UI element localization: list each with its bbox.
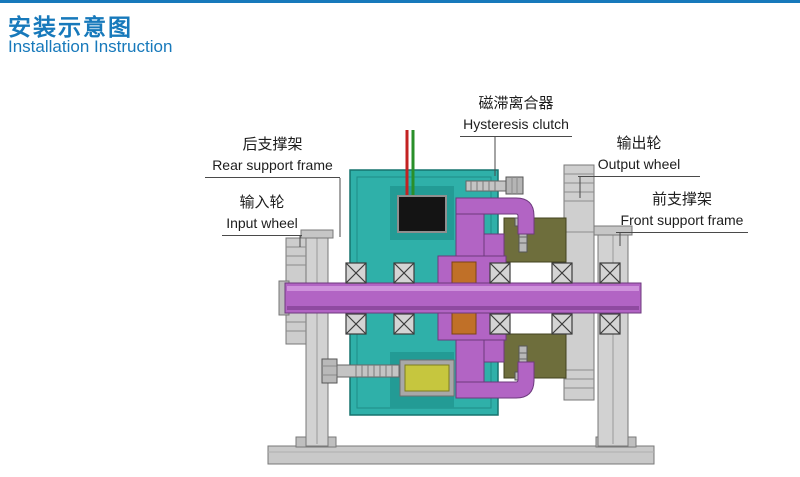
- main-shaft: [278, 280, 642, 316]
- label-input-wheel-cn: 输入轮: [239, 194, 285, 211]
- label-output-wheel-cn: 输出轮: [616, 135, 662, 152]
- top-accent-bar: [0, 0, 800, 3]
- spacer-upper: [451, 261, 477, 284]
- coil-wires: [405, 130, 415, 198]
- label-rear-support-frame-en: Rear support frame: [212, 157, 333, 173]
- label-rear-support-frame: 后支撑架 Rear support frame: [205, 135, 340, 178]
- coil-block-bottom: [399, 359, 455, 397]
- label-hysteresis-clutch: 磁滞离合器 Hysteresis clutch: [460, 94, 572, 137]
- page-title-cn: 安装示意图: [8, 14, 133, 40]
- label-hysteresis-clutch-cn: 磁滞离合器: [478, 95, 554, 112]
- base-plate: [267, 445, 655, 465]
- label-input-wheel-en: Input wheel: [226, 215, 298, 231]
- spacer-lower: [451, 312, 477, 335]
- page-title-en: Installation Instruction: [8, 37, 173, 56]
- magnet-carrier-lower: [503, 333, 567, 381]
- label-front-support-frame: 前支撑架 Front support frame: [616, 190, 748, 233]
- label-front-support-frame-en: Front support frame: [620, 212, 744, 228]
- magnet-carrier-upper: [503, 217, 567, 263]
- leader-lines: [299, 137, 621, 247]
- top-bolt: [465, 176, 524, 195]
- coil-block-top: [397, 195, 447, 233]
- label-output-wheel: 输出轮 Output wheel: [578, 134, 700, 177]
- label-hysteresis-clutch-en: Hysteresis clutch: [463, 116, 569, 132]
- front-support-frame: [593, 225, 637, 448]
- bottom-bolt: [321, 358, 400, 384]
- label-input-wheel: 输入轮 Input wheel: [222, 193, 302, 236]
- label-output-wheel-en: Output wheel: [597, 156, 681, 172]
- label-rear-support-frame-cn: 后支撑架: [242, 136, 303, 153]
- label-front-support-frame-cn: 前支撑架: [651, 191, 712, 208]
